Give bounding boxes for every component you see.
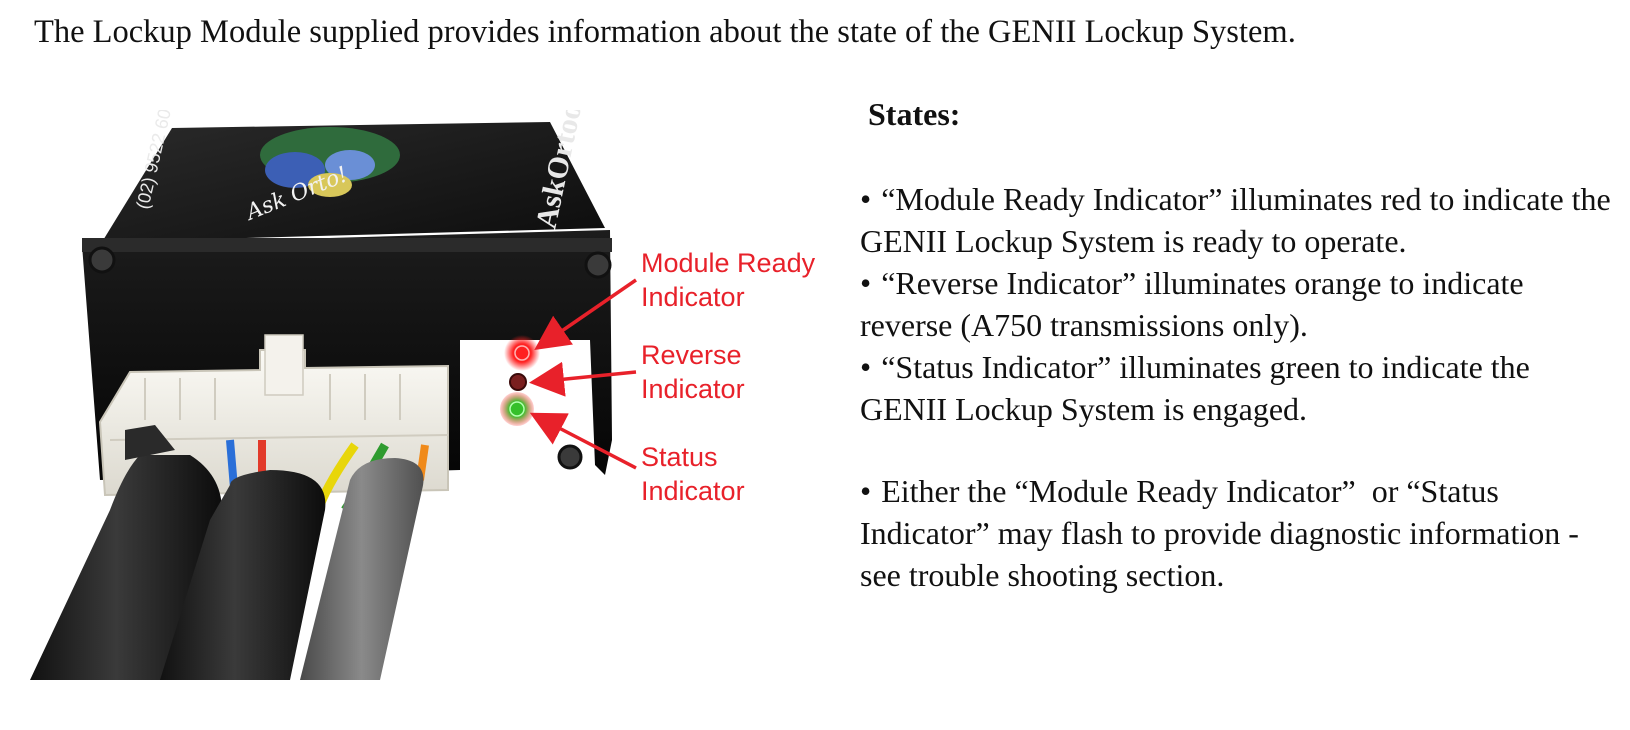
state-item: •“Status Indicator” illuminates green to…: [860, 349, 1530, 427]
state-item: •“Reverse Indicator” illuminates orange …: [860, 265, 1524, 343]
cable: [30, 455, 222, 680]
states-list: •“Module Ready Indicator” illuminates re…: [860, 178, 1620, 596]
module-ready-led: [514, 345, 530, 361]
status-led: [509, 401, 525, 417]
callout-reverse: Reverse Indicator: [641, 340, 745, 404]
callout-status: Status Indicator: [641, 442, 745, 506]
bullet: •: [860, 181, 872, 217]
cable: [300, 458, 424, 680]
states-heading: States:: [868, 96, 961, 132]
enclosure-top: [102, 122, 605, 242]
state-item: •“Module Ready Indicator” illuminates re…: [860, 181, 1611, 259]
lockup-module-photo: AskOrtoo.com Ask Orto! (02) 9522 6004: [30, 110, 612, 680]
bullet: •: [860, 349, 872, 385]
reverse-led: [509, 373, 527, 391]
callout-module-ready: Module Ready Indicator: [641, 248, 816, 312]
state-item: •Either the “Module Ready Indicator” or …: [860, 473, 1587, 593]
intro-text: The Lockup Module supplied provides info…: [34, 14, 1296, 50]
screw: [88, 246, 116, 274]
screw: [557, 444, 583, 470]
bullet: •: [860, 265, 872, 301]
cable: [160, 470, 326, 680]
screw: [584, 251, 612, 279]
bullet: •: [860, 473, 872, 509]
